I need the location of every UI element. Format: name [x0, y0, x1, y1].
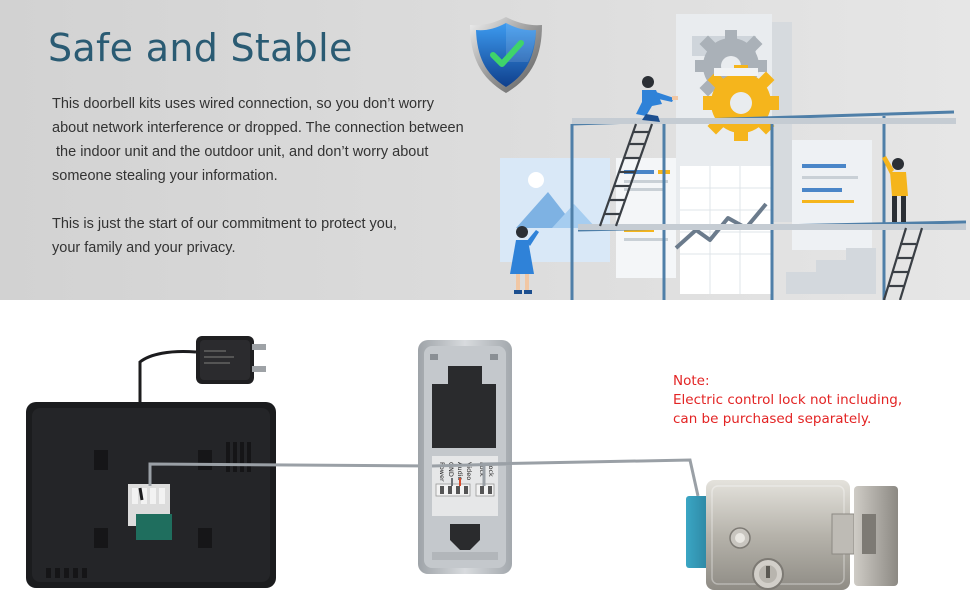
intro-line: This doorbell kits uses wired connection…: [52, 96, 435, 112]
shield-check-icon: [470, 17, 542, 93]
terminal-label: Lock: [487, 462, 495, 477]
terminal-label: Audio: [456, 462, 464, 480]
terminal-labels: Power GND Audio Video Lock Lock: [438, 462, 495, 482]
commitment-line: This is just the start of our commitment…: [52, 216, 397, 232]
top-banner: Safe and Stable This doorbell kits uses …: [0, 0, 970, 300]
note-line: Note:: [673, 373, 710, 389]
note-line: Electric control lock not including,: [673, 392, 903, 408]
intro-line: the indoor unit and the outdoor unit, an…: [52, 144, 429, 160]
gear-icon: [703, 65, 779, 141]
terminal-label: Video: [465, 462, 473, 480]
worker-figure: [636, 76, 678, 122]
terminal-label: GND: [447, 462, 455, 477]
outdoor-unit: Power GND Audio Video Lock Lock: [418, 340, 512, 574]
intro-line: about network interference or dropped. T…: [52, 120, 464, 136]
commitment-line: your family and your privacy.: [52, 240, 236, 256]
wiring-drawing: Power GND Audio Video Lock Lock: [26, 336, 898, 590]
intro-line: someone stealing your information.: [52, 168, 278, 184]
wiring-diagram: Power GND Audio Video Lock Lock: [0, 300, 970, 600]
page-title: Safe and Stable: [48, 26, 353, 70]
intro-paragraph: This doorbell kits uses wired connection…: [52, 92, 464, 188]
note-text: Note: Electric control lock not includin…: [673, 372, 902, 429]
worker-figure: [882, 156, 908, 222]
worker-figure: [510, 226, 539, 294]
terminal-label: Power: [438, 462, 446, 482]
security-illustration: [500, 14, 967, 300]
electric-lock: [686, 480, 898, 590]
note-line: can be purchased separately.: [673, 411, 872, 427]
power-adapter: [196, 336, 266, 384]
terminal-label: Lock: [478, 462, 486, 477]
commitment-paragraph: This is just the start of our commitment…: [52, 212, 397, 260]
indoor-monitor: [26, 402, 276, 588]
